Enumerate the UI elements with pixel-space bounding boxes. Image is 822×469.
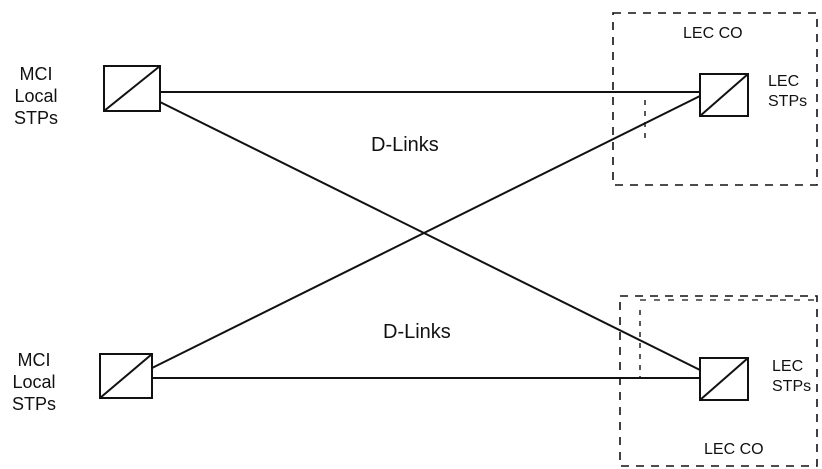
lec-co-bottom-label: LEC CO bbox=[704, 441, 764, 458]
link-mci-bottom-lec-top bbox=[151, 95, 701, 369]
mci-bottom-label: MCI Local STPs bbox=[11, 350, 56, 414]
mci-top-label: MCI Local STPs bbox=[13, 64, 58, 128]
stp-node-lec-top bbox=[699, 73, 749, 117]
lec-top-label: LEC STPs bbox=[768, 73, 808, 110]
lec-bottom-label: LEC STPs bbox=[772, 358, 812, 395]
lec-co-top-label: LEC CO bbox=[683, 25, 743, 42]
lec-co-region-top bbox=[612, 12, 818, 186]
d-links-bottom-label: D-Links bbox=[383, 321, 451, 343]
stp-node-mci-bottom bbox=[99, 353, 153, 399]
stp-node-lec-bottom bbox=[699, 357, 749, 401]
stp-node-mci-top bbox=[103, 65, 161, 112]
d-links-top-label: D-Links bbox=[371, 134, 439, 156]
link-mci-top-lec-bottom bbox=[159, 101, 701, 371]
lec-co-region-bottom bbox=[619, 295, 818, 467]
